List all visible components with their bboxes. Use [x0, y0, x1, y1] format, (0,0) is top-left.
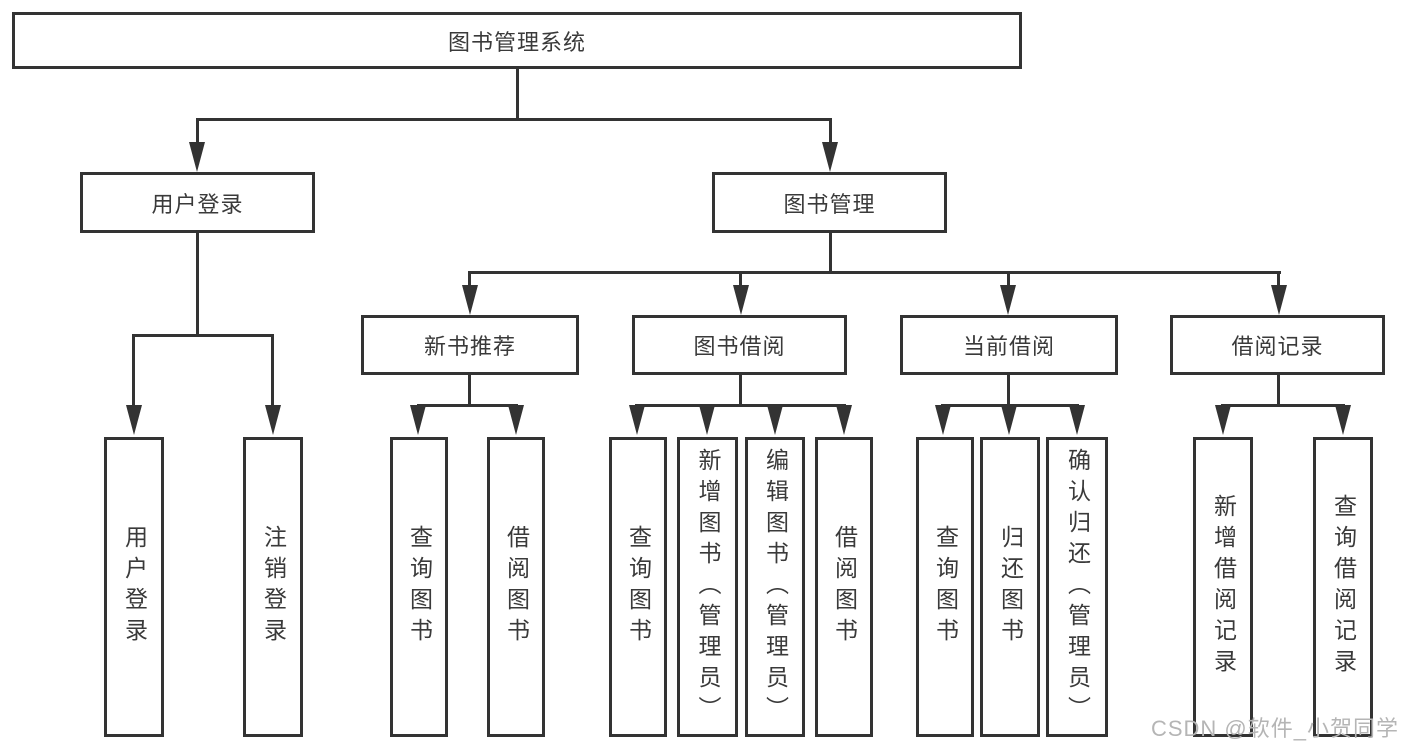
connector-user-login-drop — [196, 118, 199, 146]
arrowhead-cb-query-icon — [935, 405, 951, 435]
arrowhead-cb-return-icon — [1001, 405, 1017, 435]
arrowhead-br-query-icon — [1335, 405, 1351, 435]
connector-borrow-records-drop — [1277, 271, 1280, 288]
connector-nbr-rail — [417, 404, 518, 407]
connector-nbr-stem — [468, 375, 471, 407]
connector-user-login-stem — [196, 233, 199, 336]
arrowhead-br-add-icon — [1215, 405, 1231, 435]
connector-br-stem — [1277, 375, 1280, 407]
node-current-borrow: 当前借阅 — [900, 315, 1118, 375]
arrowhead-ul-login-icon — [126, 405, 142, 435]
connector-bb-stem — [739, 375, 742, 407]
connector-level3-rail — [468, 271, 1281, 274]
csdn-watermark: CSDN @软件_小贺同学 — [1150, 716, 1399, 741]
node-leaf-cb-query-books: 查询图书 — [916, 437, 974, 737]
arrowhead-book-management-icon — [822, 142, 838, 172]
node-book-management: 图书管理 — [712, 172, 947, 233]
node-leaf-bb-add-books-admin: 新增图书（管理员） — [677, 437, 738, 737]
connector-br-rail — [1221, 404, 1345, 407]
connector-ul-logout-drop — [271, 334, 274, 409]
arrowhead-new-book-rec-icon — [462, 285, 478, 315]
arrowhead-book-borrow-icon — [733, 285, 749, 315]
arrowhead-ul-logout-icon — [265, 405, 281, 435]
connector-level2-rail — [196, 118, 832, 121]
connector-book-management-stem — [829, 233, 832, 274]
node-leaf-nbr-borrow-books: 借阅图书 — [487, 437, 545, 737]
connector-book-borrow-drop — [739, 271, 742, 288]
node-leaf-nbr-query-books: 查询图书 — [390, 437, 448, 737]
arrowhead-bb-add-icon — [699, 405, 715, 435]
node-book-borrow: 图书借阅 — [632, 315, 847, 375]
arrowhead-bb-query-icon — [629, 405, 645, 435]
node-new-book-recommend: 新书推荐 — [361, 315, 579, 375]
node-leaf-cb-confirm-return-admin: 确认归还（管理员） — [1046, 437, 1108, 737]
connector-ul-login-drop — [132, 334, 135, 409]
connector-user-login-rail — [132, 334, 274, 337]
node-leaf-br-add-record: 新增借阅记录 — [1193, 437, 1253, 737]
arrowhead-cb-confirm-icon — [1069, 405, 1085, 435]
node-leaf-user-login: 用户登录 — [104, 437, 164, 737]
arrowhead-bb-edit-icon — [767, 405, 783, 435]
connector-bb-rail — [635, 404, 846, 407]
node-borrow-records: 借阅记录 — [1170, 315, 1385, 375]
connector-current-borrow-drop — [1007, 271, 1010, 288]
connector-book-management-drop — [829, 118, 832, 146]
node-leaf-cb-return-books: 归还图书 — [980, 437, 1040, 737]
node-user-login: 用户登录 — [80, 172, 315, 233]
arrowhead-bb-borrow-icon — [836, 405, 852, 435]
node-library-system: 图书管理系统 — [12, 12, 1022, 69]
node-leaf-bb-edit-books-admin: 编辑图书（管理员） — [745, 437, 805, 737]
arrowhead-borrow-records-icon — [1271, 285, 1287, 315]
connector-cb-stem — [1007, 375, 1010, 407]
connector-root-stem — [516, 69, 519, 120]
node-leaf-br-query-record: 查询借阅记录 — [1313, 437, 1373, 737]
connector-new-book-rec-drop — [468, 271, 471, 288]
arrowhead-nbr-query-icon — [410, 405, 426, 435]
node-leaf-bb-borrow-books: 借阅图书 — [815, 437, 873, 737]
arrowhead-user-login-icon — [189, 142, 205, 172]
node-leaf-bb-query-books: 查询图书 — [609, 437, 667, 737]
arrowhead-current-borrow-icon — [1000, 285, 1016, 315]
arrowhead-nbr-borrow-icon — [508, 405, 524, 435]
node-leaf-logout-login: 注销登录 — [243, 437, 303, 737]
